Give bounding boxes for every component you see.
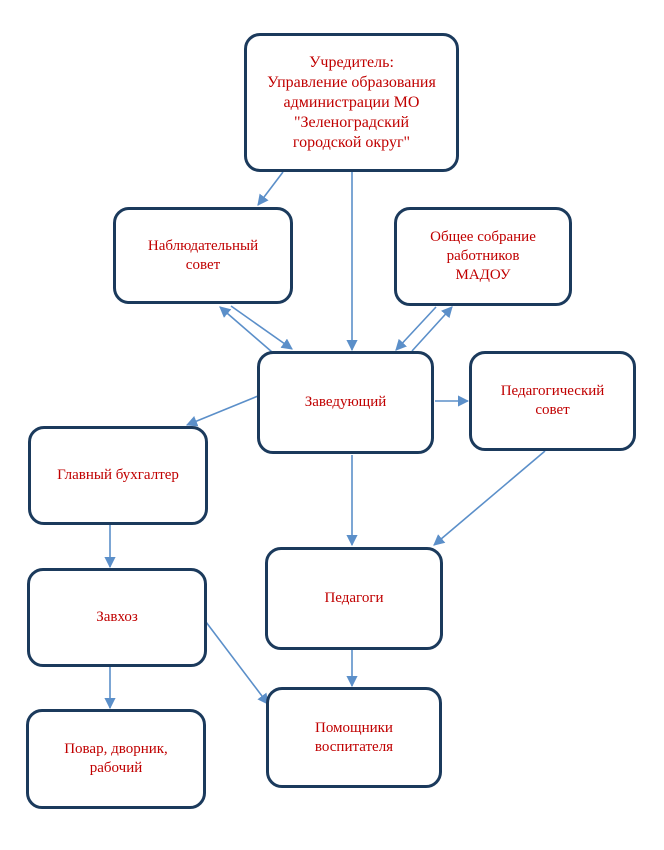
- node-teachers-label: Педагоги: [324, 590, 384, 606]
- arrow-pedagogical-council-to-teachers: [433, 450, 546, 546]
- arrow-head-to-chief-accountant: [185, 395, 259, 427]
- arrow-head-to-general-meeting: [411, 306, 453, 352]
- node-support-staff: Повар, дворник, рабочий: [26, 709, 206, 809]
- node-support-staff-label: Повар, дворник, рабочий: [64, 741, 168, 776]
- node-teachers: Педагоги: [265, 547, 443, 650]
- node-assistant-educators: Помощники воспитателя: [266, 687, 442, 788]
- node-founder: Учредитель: Управление образования админ…: [244, 33, 459, 172]
- arrow-founder-to-supervisory-board: [257, 171, 284, 206]
- node-pedagogical-council-label: Педагогический совет: [500, 383, 605, 418]
- node-supply-manager-label: Завхоз: [96, 609, 138, 625]
- node-general-meeting-label: Общее собрание работников МАДОУ: [430, 229, 536, 283]
- arrow-supply-manager-to-assistants: [205, 621, 269, 705]
- node-assistant-educators-label: Помощники воспитателя: [314, 719, 394, 755]
- node-head-label: Заведующий: [304, 394, 387, 410]
- node-supervisory-board: Наблюдательный совет: [113, 207, 293, 304]
- node-chief-accountant-label: Главный бухгалтер: [57, 467, 179, 483]
- node-founder-label: Учредитель: Управление образования админ…: [267, 53, 436, 151]
- arrow-general-meeting-to-head: [395, 306, 437, 351]
- arrow-supervisory-to-head: [230, 305, 293, 350]
- node-pedagogical-council: Педагогический совет: [469, 351, 636, 451]
- node-general-meeting: Общее собрание работников МАДОУ: [394, 207, 572, 306]
- node-supply-manager: Завхоз: [27, 568, 207, 667]
- arrow-head-to-supervisory: [219, 306, 273, 353]
- node-supervisory-board-label: Наблюдательный совет: [147, 237, 259, 273]
- node-head: Заведующий: [257, 351, 434, 454]
- node-chief-accountant: Главный бухгалтер: [28, 426, 208, 525]
